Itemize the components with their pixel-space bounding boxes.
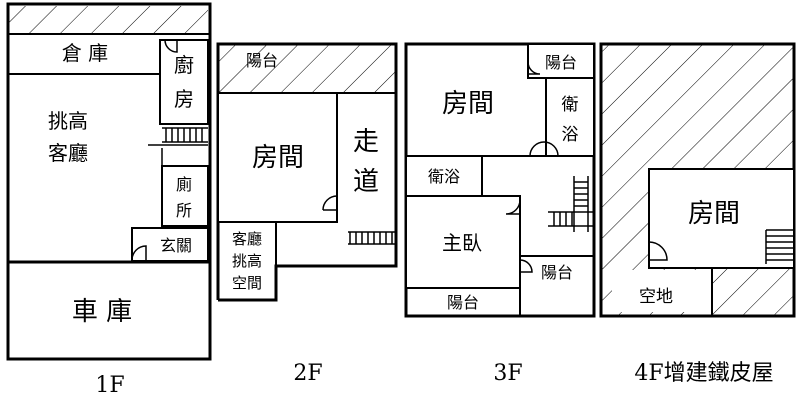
4f-room-label: 房間 <box>688 199 740 229</box>
1f-toilet <box>161 165 209 227</box>
1f-garage-label: 車 庫 <box>72 297 132 327</box>
1f-kitchen-label-1: 廚 <box>174 53 194 77</box>
2f-room <box>217 92 338 223</box>
4f-open-space <box>612 270 712 312</box>
2f-corridor-label-2: 道 <box>353 167 379 197</box>
3f-master-label: 主臥 <box>442 231 482 255</box>
floor-2f: 陽台 房間 走 道 客廳 挑高 空間 2F <box>216 42 398 386</box>
3f-stairs <box>548 176 594 232</box>
2f-room-label: 房間 <box>252 143 304 173</box>
2f-floor-label: 2F <box>293 361 322 386</box>
1f-toilet-label-2: 所 <box>176 201 192 220</box>
3f-bath-left-label: 衛浴 <box>428 167 460 186</box>
3f-bath-left <box>405 155 483 197</box>
3f-room-label: 房間 <box>442 89 494 119</box>
1f-living-label-1: 挑高 <box>48 109 88 133</box>
1f-living-label-2: 客廳 <box>48 141 88 165</box>
4f-floor-label: 4F增建鐵皮屋 <box>634 361 773 386</box>
1f-toilet-label-1: 廁 <box>176 175 192 194</box>
3f-bath-right <box>545 77 595 157</box>
3f-balcony-bottom-label: 陽台 <box>447 293 479 312</box>
2f-void-label-2: 挑高 <box>232 252 262 270</box>
3f-balcony-right-label: 陽台 <box>541 263 573 282</box>
2f-void-label-3: 空間 <box>232 274 262 292</box>
1f-floor-label: 1F <box>95 373 124 398</box>
2f-void-label-1: 客廳 <box>232 230 262 248</box>
3f-floor-label: 3F <box>493 361 522 386</box>
1f-kitchen <box>159 39 209 125</box>
1f-kitchen-label-2: 房 <box>174 87 194 111</box>
3f-bath-right-label-2: 浴 <box>562 125 579 145</box>
2f-balcony-label: 陽台 <box>246 51 278 70</box>
1f-storage-label: 倉 庫 <box>62 41 108 65</box>
2f-corridor-label-1: 走 <box>353 127 379 157</box>
2f-stairs <box>348 231 396 245</box>
floor-1f: 倉 庫 廚 房 挑高 客廳 廁 所 玄關 車 庫 1F <box>6 2 212 398</box>
2f-balcony-hatch <box>218 44 396 93</box>
3f-bath-right-label-1: 衛 <box>562 95 579 115</box>
4f-open-space-label: 空地 <box>639 287 673 307</box>
3f-master <box>405 195 521 289</box>
floor-3f: 陽台 房間 衛 浴 衛浴 主臥 陽台 陽台 3F <box>404 42 596 386</box>
1f-hatched-strip <box>9 6 208 34</box>
4f-stairs <box>765 229 794 264</box>
1f-entry-label: 玄關 <box>160 236 192 255</box>
3f-balcony-top-label: 陽台 <box>545 53 577 72</box>
floor-4f: 房間 空地 4F增建鐵皮屋 <box>599 42 796 386</box>
4f-room <box>648 168 795 269</box>
